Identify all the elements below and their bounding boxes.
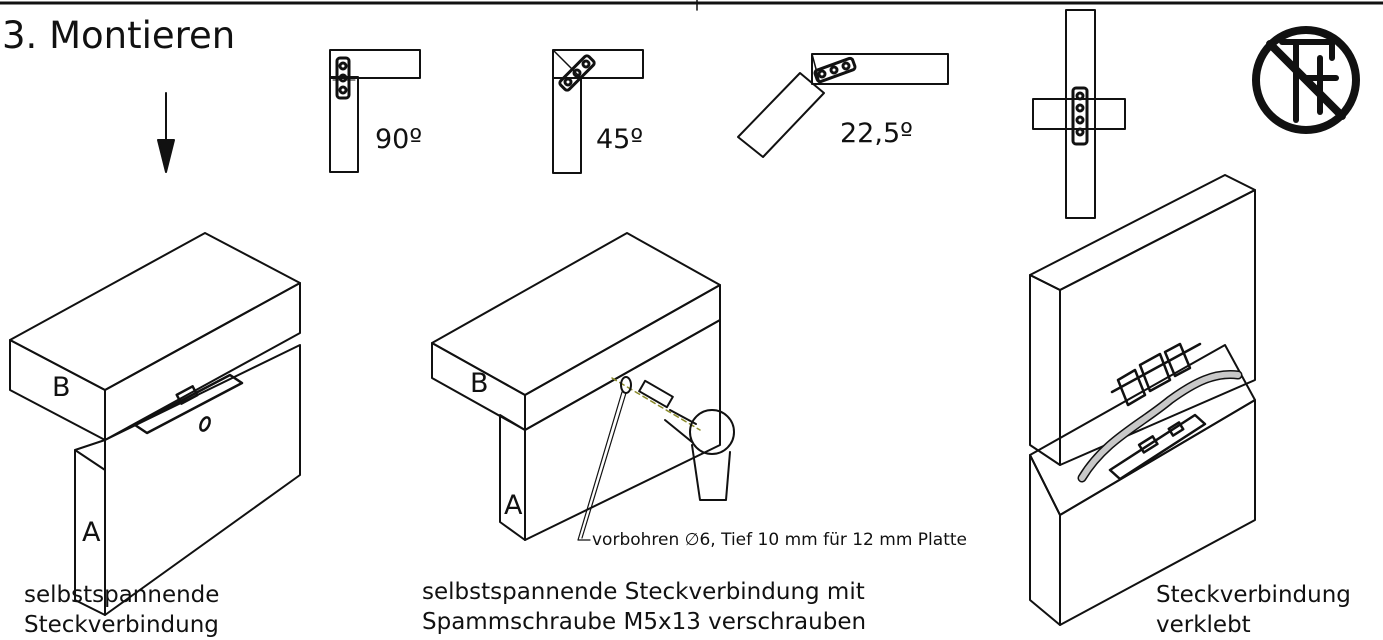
left-label-a: A: [82, 517, 101, 548]
glue-bead: [1077, 369, 1243, 483]
joint-90-diagram: [329, 49, 421, 173]
page-title: 3. Montieren: [2, 14, 236, 57]
middle-caption-line2: Spammschraube M5x13 verschrauben: [422, 609, 867, 635]
no-clamp-icon: [1252, 26, 1360, 134]
joint-45-diagram: [552, 49, 644, 174]
left-connector-icon: [133, 373, 244, 435]
drill-note: vorbohren ∅6, Tief 10 mm für 12 mm Platt…: [592, 530, 967, 550]
connector-45-icon: [558, 54, 596, 92]
angle-22-label: 22,5º: [840, 118, 913, 149]
middle-board-a: [499, 319, 721, 541]
middle-caption-line1: selbstspannende Steckverbindung mit: [422, 579, 865, 605]
cross-joint-diagram: [1032, 9, 1126, 219]
top-frame-line: [0, 0, 1383, 11]
middle-label-b: B: [470, 368, 489, 399]
right-connector-lower-icon: [1108, 413, 1207, 481]
connector-cross-icon: [1071, 86, 1089, 146]
angle-90-label: 90º: [375, 124, 423, 155]
screw-and-key-icon: [611, 376, 735, 501]
left-label-b: B: [52, 372, 71, 403]
right-caption-line2: verklebt: [1156, 612, 1251, 638]
right-board-upper: [1029, 174, 1256, 466]
left-board-b: [9, 232, 301, 441]
left-caption-line2: Steckverbindung: [24, 612, 219, 638]
angle-45-label: 45º: [596, 124, 644, 155]
right-caption-line1: Steckverbindung: [1156, 582, 1351, 608]
drill-callout-line: [577, 391, 627, 541]
connector-90-icon: [335, 56, 351, 100]
right-board-lower: [1029, 344, 1256, 626]
middle-label-a: A: [504, 490, 523, 521]
joint-22-diagram: [737, 53, 949, 158]
right-connector-upper-icon: [1110, 342, 1202, 407]
connector-22-icon: [813, 56, 857, 84]
left-board-a: [74, 344, 301, 616]
arrow-down-icon: [157, 92, 175, 173]
